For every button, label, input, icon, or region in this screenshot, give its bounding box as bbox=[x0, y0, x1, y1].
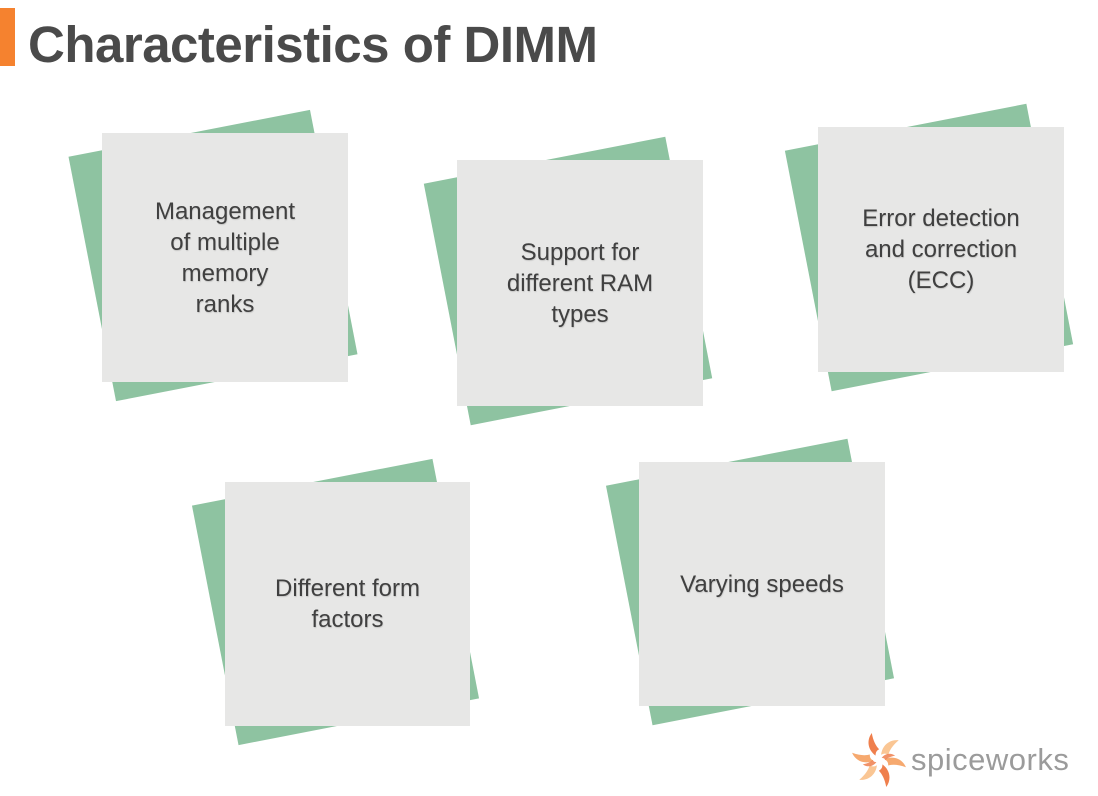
note-card-memory-ranks: Management of multiple memory ranks bbox=[68, 109, 358, 402]
note-face: Management of multiple memory ranks bbox=[102, 133, 348, 382]
note-face: Varying speeds bbox=[639, 462, 885, 706]
note-label: Error detection and correction (ECC) bbox=[862, 205, 1020, 294]
note-card-ecc: Error detection and correction (ECC) bbox=[784, 103, 1074, 392]
note-label: Management of multiple memory ranks bbox=[154, 197, 296, 318]
note-card-ram-types: Support for different RAM types bbox=[423, 136, 713, 426]
title-accent-bar bbox=[0, 8, 15, 66]
note-card-form-factors: Different form factors bbox=[191, 458, 480, 746]
note-face: Different form factors bbox=[225, 482, 470, 726]
note-card-speeds: Varying speeds bbox=[605, 438, 895, 726]
brand-wordmark: spiceworks bbox=[911, 742, 1070, 777]
note-face: Support for different RAM types bbox=[457, 160, 703, 406]
note-label: Different form factors bbox=[275, 575, 420, 633]
note-face: Error detection and correction (ECC) bbox=[818, 127, 1064, 372]
note-label: Varying speeds bbox=[680, 570, 844, 598]
page-title: Characteristics of DIMM bbox=[28, 16, 598, 73]
note-label: Support for different RAM types bbox=[506, 238, 654, 328]
spiceworks-pinwheel-icon bbox=[852, 733, 906, 787]
brand-logo: spiceworks bbox=[852, 731, 1069, 789]
